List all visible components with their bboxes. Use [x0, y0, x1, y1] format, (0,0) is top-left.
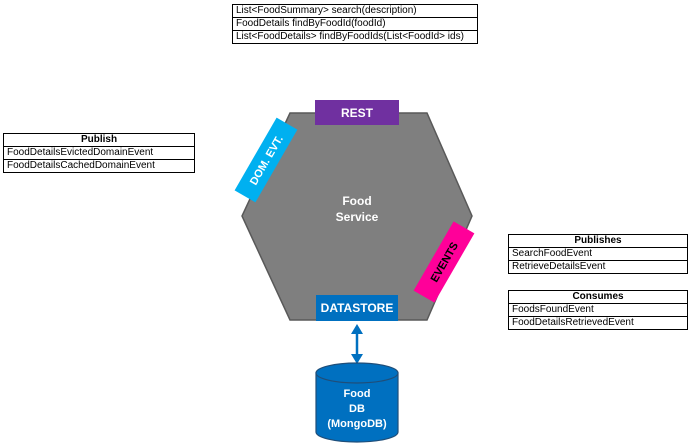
- events-port: [413, 221, 475, 303]
- publishes-item-retrieve-details: RetrieveDetailsEvent: [512, 261, 606, 272]
- food-service-hexagon: [241, 112, 473, 321]
- service-label-line2: Service: [336, 210, 379, 224]
- consumes-item-details-retrieved: FoodDetailsRetrievedEvent: [512, 317, 634, 328]
- db-label-line1: Food: [344, 388, 371, 400]
- service-label-line1: Food: [342, 194, 371, 208]
- arrow-head-down: [351, 354, 363, 364]
- consumes-item-foods-found: FoodsFoundEvent: [509, 304, 687, 317]
- publish-domain-title: Publish: [4, 134, 194, 147]
- api-method-search: List<FoodSummary> search(description): [233, 5, 477, 18]
- publishes-item-search-food: SearchFoodEvent: [509, 248, 687, 261]
- publishes-events-table: Publishes SearchFoodEvent RetrieveDetail…: [508, 234, 688, 274]
- publish-domain-item-cached: FoodDetailsCachedDomainEvent: [7, 160, 155, 171]
- db-label-line3: (MongoDB): [327, 418, 387, 430]
- api-method-find-by-id: FoodDetails findByFoodId(foodId): [233, 18, 477, 31]
- consumes-title: Consumes: [509, 291, 687, 304]
- publish-domain-item-evicted: FoodDetailsEvictedDomainEvent: [4, 147, 194, 160]
- db-label-line2: DB: [349, 403, 365, 415]
- arrow-head-up: [351, 324, 363, 334]
- rest-api-methods-table: List<FoodSummary> search(description) Fo…: [232, 4, 478, 44]
- api-method-find-by-ids: List<FoodDetails> findByFoodIds(List<Foo…: [236, 31, 464, 42]
- rest-port-label: REST: [341, 106, 374, 120]
- rest-port: [315, 100, 399, 125]
- food-db-cylinder: [315, 362, 399, 443]
- publish-domain-events-table: Publish FoodDetailsEvictedDomainEvent Fo…: [3, 133, 195, 173]
- domain-events-port: [234, 117, 298, 203]
- consumes-events-table: Consumes FoodsFoundEvent FoodDetailsRetr…: [508, 290, 688, 330]
- datastore-port: [316, 295, 398, 321]
- publishes-title: Publishes: [509, 235, 687, 248]
- datastore-port-label: DATASTORE: [321, 301, 394, 315]
